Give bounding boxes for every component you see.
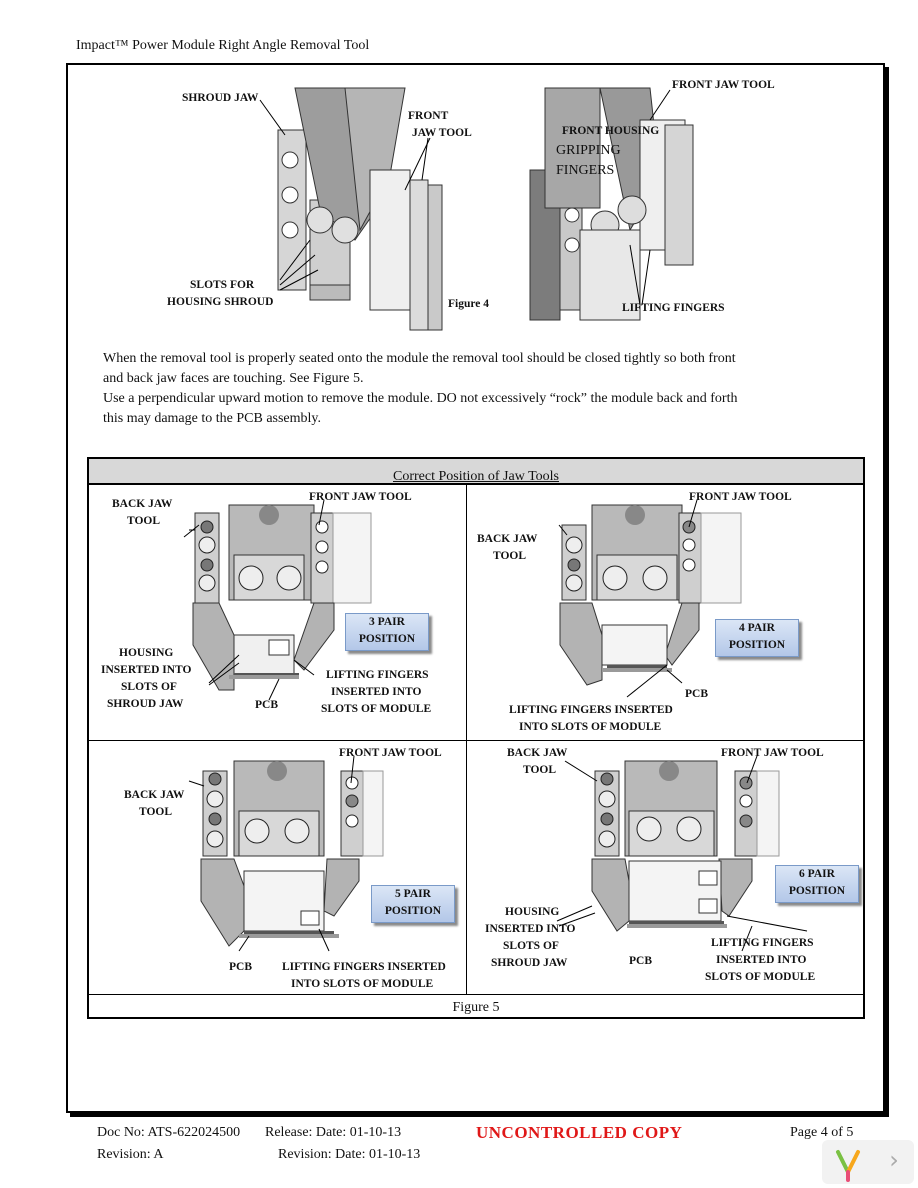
label-housing-2: INSERTED INTO [101, 664, 192, 676]
figure-4: SHROUD JAW FRONT JAW TOOL SLOTS FOR HOUS… [160, 79, 800, 340]
label-front-jaw-tool: FRONT JAW TOOL [339, 747, 442, 759]
label-lifting-1: LIFTING FINGERS INSERTED [282, 961, 446, 973]
table-divider-vertical [466, 483, 467, 994]
quadrant-5-pair: FRONT JAW TOOL BACK JAW TOOL 5 PAIR POSI… [89, 741, 466, 994]
label-housing-4: SHROUD JAW [107, 698, 184, 710]
jaw-tool-5-pair-drawing [188, 755, 384, 952]
revision-date: Revision: Date: 01-10-13 [278, 1147, 421, 1162]
label-gripping: GRIPPING [556, 143, 621, 158]
page-frame [66, 63, 885, 1113]
label-slots-2: HOUSING SHROUD [167, 296, 274, 308]
jaw-tool-4-pair-drawing [558, 499, 742, 698]
label-back-jaw-2: TOOL [127, 515, 161, 527]
label-lifting-1: LIFTING FINGERS [711, 937, 814, 949]
label-front-jaw-tool-1: FRONT [408, 110, 449, 122]
label-housing-4: SHROUD JAW [491, 957, 568, 969]
label-front-jaw-tool: FRONT JAW TOOL [309, 491, 412, 503]
label-housing-1: HOUSING [505, 906, 560, 918]
label-back-jaw-1: BACK JAW [507, 747, 568, 759]
position-badge-4-pair: 4 PAIR POSITION [715, 619, 799, 657]
page-number: Page 4 of 5 [790, 1125, 854, 1140]
position-badge-3-pair: 3 PAIR POSITION [345, 613, 429, 651]
instructions-line-4: this may damage to the PCB assembly. [103, 411, 322, 426]
figure-5-title: Correct Position of Jaw Tools [89, 459, 863, 485]
label-front-housing: FRONT HOUSING [562, 125, 660, 137]
label-lifting-2: INSERTED INTO [331, 686, 422, 698]
label-shroud-jaw: SHROUD JAW [182, 92, 259, 104]
figure-4-caption: Figure 4 [448, 298, 489, 310]
instructions-line-3: Use a perpendicular upward motion to rem… [103, 391, 738, 406]
jaw-tool-3-pair-drawing [183, 499, 372, 701]
position-badge-5-pair: 5 PAIR POSITION [371, 885, 455, 923]
label-pcb: PCB [685, 688, 708, 700]
viewer-logo-icon[interactable] [828, 1142, 868, 1182]
instructions-line-1: When the removal tool is properly seated… [103, 351, 736, 366]
label-back-jaw-2: TOOL [523, 764, 557, 776]
label-lifting-1: LIFTING FINGERS INSERTED [509, 704, 673, 716]
document-header: Impact™ Power Module Right Angle Removal… [76, 38, 370, 53]
label-fingers: FINGERS [556, 163, 615, 178]
label-pcb: PCB [255, 699, 278, 711]
label-back-jaw-2: TOOL [493, 550, 527, 562]
label-lifting-3: SLOTS OF MODULE [321, 703, 432, 715]
viewer-nav-widget: › [822, 1140, 914, 1184]
label-pcb: PCB [629, 955, 652, 967]
shroud-jaw-drawing [277, 87, 443, 331]
label-housing-3: SLOTS OF [121, 681, 177, 693]
label-housing-1: HOUSING [119, 647, 174, 659]
position-badge-6-pair: 6 PAIR POSITION [775, 865, 859, 903]
label-back-jaw-1: BACK JAW [112, 498, 173, 510]
release-date: Release: Date: 01-10-13 [265, 1125, 402, 1140]
table-divider-horizontal [89, 740, 863, 741]
quadrant-6-pair: BACK JAW TOOL FRONT JAW TOOL 6 PAIR POSI… [467, 741, 863, 994]
chevron-right-icon[interactable]: › [889, 1146, 899, 1174]
label-pcb: PCB [229, 961, 252, 973]
label-lifting-3: SLOTS OF MODULE [705, 971, 816, 983]
doc-number: Doc No: ATS-622024500 [97, 1125, 241, 1140]
quadrant-4-pair: FRONT JAW TOOL BACK JAW TOOL 4 PAIR POSI… [467, 485, 863, 740]
label-lifting-2: INSERTED INTO [716, 954, 807, 966]
label-lifting-2: INTO SLOTS OF MODULE [519, 721, 662, 733]
instructions-text: When the removal tool is properly seated… [103, 349, 823, 429]
label-back-jaw-2: TOOL [139, 806, 173, 818]
instructions-line-2: and back jaw faces are touching. See Fig… [103, 371, 364, 386]
label-housing-3: SLOTS OF [503, 940, 559, 952]
quadrant-3-pair: BACK JAW TOOL FRONT JAW TOOL 3 PAIR POSI… [89, 485, 466, 740]
label-lifting-1: LIFTING FINGERS [326, 669, 429, 681]
jaw-tool-6-pair-drawing [556, 755, 808, 952]
revision: Revision: A [97, 1147, 164, 1162]
label-front-jaw-tool: FRONT JAW TOOL [721, 747, 824, 759]
label-lifting-fingers: LIFTING FINGERS [622, 302, 725, 314]
front-housing-drawing [529, 87, 694, 321]
label-slots-1: SLOTS FOR [190, 279, 255, 291]
label-front-jaw-tool-2: JAW TOOL [412, 127, 472, 139]
label-back-jaw-1: BACK JAW [124, 789, 185, 801]
label-housing-2: INSERTED INTO [485, 923, 576, 935]
label-front-jaw-tool: FRONT JAW TOOL [689, 491, 792, 503]
label-lifting-2: INTO SLOTS OF MODULE [291, 978, 434, 990]
figure-5-table: Correct Position of Jaw Tools Figure 5 [87, 457, 865, 1019]
table-divider-caption [89, 994, 863, 995]
uncontrolled-copy-stamp: UNCONTROLLED COPY [476, 1123, 683, 1142]
figure-5-caption: Figure 5 [452, 1000, 500, 1015]
figure-4-left-illustration [259, 87, 694, 331]
label-back-jaw-1: BACK JAW [477, 533, 538, 545]
label-front-jaw-tool-right: FRONT JAW TOOL [672, 79, 775, 91]
